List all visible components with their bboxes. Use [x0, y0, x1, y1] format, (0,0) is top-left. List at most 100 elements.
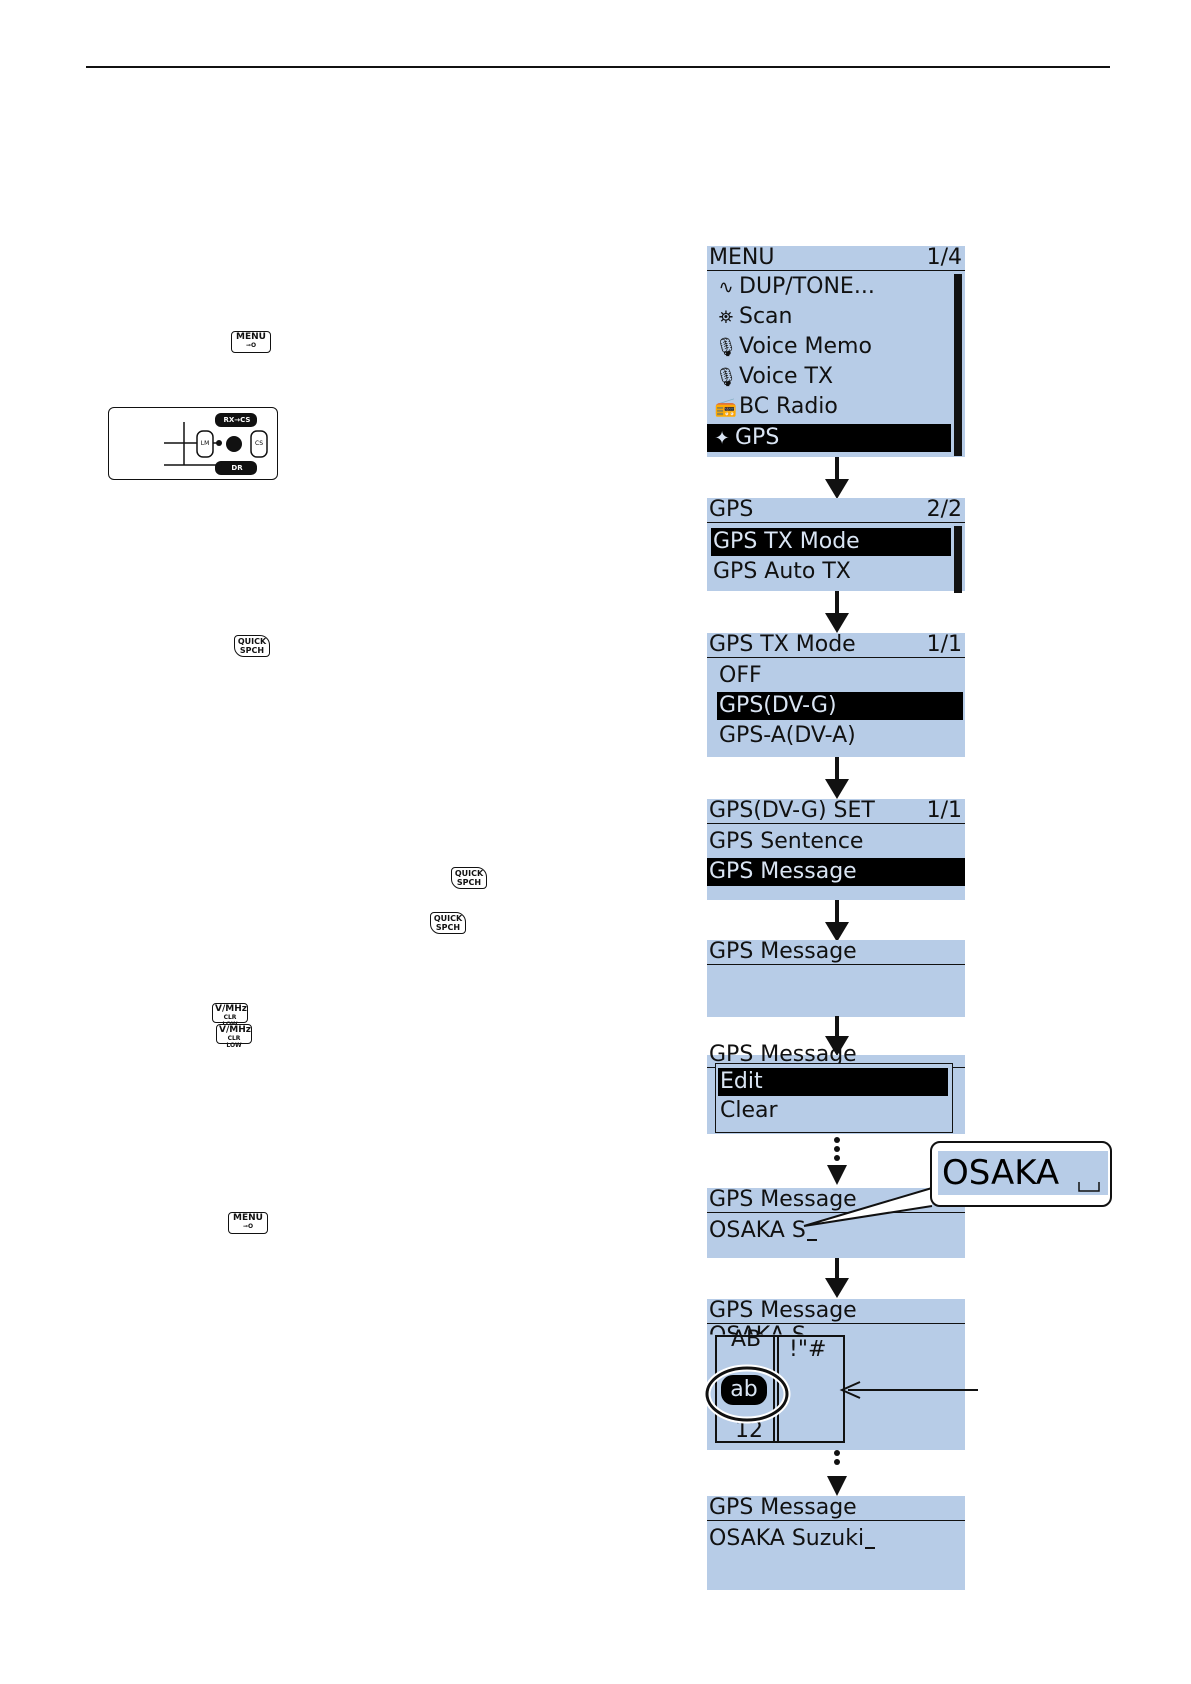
screen-title: GPS Message — [707, 1188, 965, 1213]
menu-item-gps-sentence[interactable]: GPS Sentence — [709, 829, 864, 854]
dial-right-key-label: CS — [255, 440, 263, 447]
menu-key-icon: MENU ⊸O — [231, 331, 271, 353]
quick-key-bottom: SPCH — [239, 646, 265, 655]
pointer-arrow-left-icon — [839, 1381, 978, 1399]
vmhz-key-top: V/MHz — [219, 1025, 251, 1035]
character-type-grid: AB !"# ab 12 — [715, 1327, 845, 1443]
screen-char-select: GPS Message OSAKA S AB !"# ab 12 — [707, 1299, 965, 1450]
quick-key-top: QUICK — [433, 914, 463, 923]
menu-key-icon-2: MENU ⊸O — [228, 1212, 268, 1234]
quick-key-top: QUICK — [454, 869, 484, 878]
message-text: OSAKA S — [709, 1323, 806, 1335]
edit-popup: Edit Clear — [715, 1063, 953, 1133]
callout-text: OSAKA — [942, 1153, 1060, 1193]
menu-item-gps-message[interactable]: GPS Message — [707, 858, 965, 886]
screen-title-text: GPS Message — [709, 939, 857, 964]
page-indicator: 2/2 — [926, 497, 962, 522]
screen-title-text: MENU — [709, 245, 775, 270]
option-gps-a-dv-a[interactable]: GPS-A(DV-A) — [719, 723, 856, 748]
screen-title-text: GPS TX Mode — [709, 632, 856, 657]
menu-item-gps[interactable]: ✦GPS — [707, 424, 951, 452]
screen-title: GPS Message — [707, 1496, 965, 1521]
arrow-down-icon — [825, 457, 849, 499]
menu-item-dup-tone[interactable]: ∿DUP/TONE... — [711, 273, 951, 301]
arrow-down-icon — [825, 1258, 849, 1298]
char-type-numbers[interactable]: 12 — [735, 1418, 763, 1443]
quick-key-bottom: SPCH — [435, 923, 461, 932]
screen-title: GPS 2/2 — [707, 498, 965, 523]
menu-item-label: BC Radio — [739, 394, 838, 419]
menu-item-label: Scan — [739, 304, 793, 329]
popup-item-clear[interactable]: Clear — [720, 1098, 778, 1123]
page-indicator: 1/1 — [926, 632, 962, 657]
menu-item-gps-tx-mode[interactable]: GPS TX Mode — [711, 528, 951, 556]
scrollbar[interactable] — [954, 274, 962, 456]
page-indicator: 1/1 — [926, 798, 962, 823]
char-type-lower[interactable]: ab — [721, 1375, 767, 1405]
quick-key-icon-2: QUICK SPCH — [451, 867, 487, 889]
scrollbar[interactable] — [954, 526, 962, 593]
menu-key-label: MENU — [236, 332, 266, 342]
screen-title: GPS TX Mode 1/1 — [707, 633, 965, 658]
screen-title-text: GPS Message — [709, 1298, 857, 1323]
option-off[interactable]: OFF — [719, 663, 762, 688]
screen-title-text: GPS(DV-G) SET — [709, 798, 875, 823]
quick-key-bottom: SPCH — [456, 878, 482, 887]
screen-title: GPS Message — [707, 1299, 965, 1324]
screen-edit-popup: GPS Message Edit Clear — [707, 1043, 965, 1134]
callout-pointer-icon — [803, 1187, 933, 1227]
header-rule — [86, 66, 1110, 68]
vmhz-key-bottom: CLR LOW — [226, 1035, 242, 1049]
arrow-down-icon — [825, 757, 849, 799]
microphone-tx-icon: 🎙 — [714, 367, 738, 388]
message-value: OSAKA Suzuki — [709, 1524, 876, 1554]
vmhz-key-icon-2: V/MHz CLR LOW — [216, 1024, 252, 1049]
vmhz-key-icon: V/MHz CLR LOW — [212, 1003, 248, 1028]
screen-title: GPS(DV-G) SET 1/1 — [707, 799, 965, 824]
highlight-circle-icon — [703, 1364, 791, 1424]
arrow-down-icon — [825, 900, 849, 942]
microphone-icon: 🎙 — [714, 337, 738, 358]
callout-zoom: OSAKA — [930, 1141, 1112, 1207]
option-gps-dv-g[interactable]: GPS(DV-G) — [717, 692, 963, 720]
screen-gps-message-empty: GPS Message — [707, 940, 965, 1017]
text-cursor — [806, 1239, 817, 1241]
menu-item-scan[interactable]: ⛯Scan — [711, 303, 951, 331]
space-indicator-icon — [1078, 1182, 1100, 1192]
screen-gps: GPS 2/2 GPS TX Mode GPS Auto TX — [707, 498, 965, 593]
dup-tone-icon: ∿ — [718, 277, 734, 298]
screen-gps-message-final: GPS Message OSAKA Suzuki — [707, 1496, 965, 1590]
dial-keys-icon — [164, 413, 268, 475]
menu-item-voice-tx[interactable]: 🎙Voice TX — [711, 363, 951, 391]
menu-key-label: MENU — [233, 1213, 263, 1223]
menu-key-sub: ⊸O — [242, 1223, 254, 1230]
quick-key-icon: QUICK SPCH — [234, 635, 270, 657]
dial-top-key-label: RX→CS — [223, 416, 251, 424]
screen-title-text: GPS — [709, 497, 754, 522]
menu-item-label: Voice TX — [739, 364, 834, 389]
arrow-down-icon — [825, 1016, 849, 1056]
page-indicator: 1/4 — [926, 245, 962, 270]
screen-dvg-set: GPS(DV-G) SET 1/1 GPS Sentence GPS Messa… — [707, 799, 965, 900]
menu-item-bc-radio[interactable]: 📻BC Radio — [711, 393, 951, 421]
message-text: OSAKA S — [709, 1218, 806, 1243]
text-cursor — [865, 1547, 876, 1549]
dial-illustration: RX→CS DR LM CS — [108, 407, 278, 480]
menu-item-voice-memo[interactable]: 🎙Voice Memo — [711, 333, 951, 361]
screen-title-text: GPS Message — [709, 1042, 857, 1067]
menu-item-gps-auto-tx[interactable]: GPS Auto TX — [713, 559, 851, 584]
popup-item-edit[interactable]: Edit — [718, 1068, 948, 1096]
binoculars-icon: ⛯ — [718, 307, 734, 328]
message-text: OSAKA Suzuki — [709, 1526, 865, 1551]
satellite-icon: ✦ — [714, 428, 730, 449]
screen-title: MENU 1/4 — [707, 246, 965, 271]
menu-key-sub: ⊸O — [245, 342, 257, 349]
screen-title: GPS Message — [707, 940, 965, 965]
dial-left-key-label: LM — [200, 440, 210, 447]
char-type-upper[interactable]: AB — [731, 1327, 762, 1352]
quick-key-top: QUICK — [237, 637, 267, 646]
message-value: OSAKA S — [709, 1321, 806, 1335]
screen-gps-tx-mode: GPS TX Mode 1/1 OFF GPS(DV-G) GPS-A(DV-A… — [707, 633, 965, 757]
menu-item-label: Voice Memo — [739, 334, 872, 359]
char-type-symbols[interactable]: !"# — [789, 1337, 827, 1362]
